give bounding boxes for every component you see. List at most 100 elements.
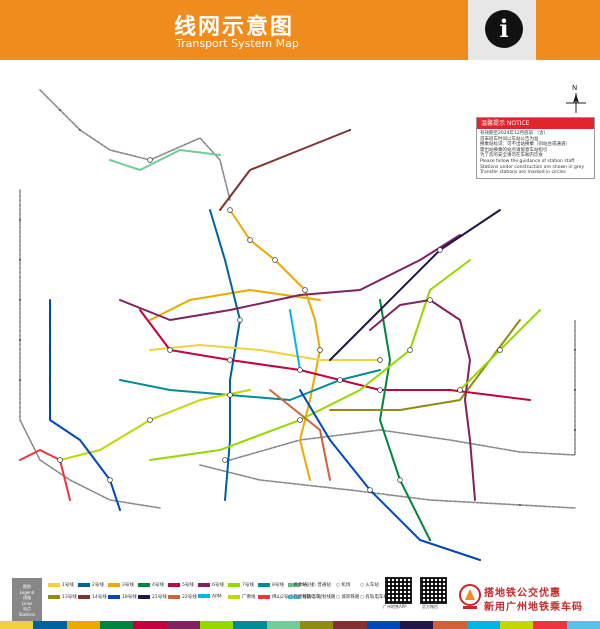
notice-panel: 温馨提示 NOTICE 有效期至2024年12月底前 （含） 首末班车时间以车站… — [476, 117, 595, 179]
legend-line-item: 3号线 — [108, 582, 134, 590]
line-name: 4号线 — [152, 583, 164, 588]
info-icon[interactable]: i — [485, 10, 523, 48]
station — [237, 317, 243, 323]
station — [497, 347, 503, 353]
legend-badge: 图例 Legend 线路 Lines 站点 Stations — [12, 578, 42, 622]
line-foshan-2 — [19, 449, 71, 501]
metro-network-map[interactable] — [0, 60, 600, 580]
line-name: 2号线 — [92, 583, 104, 588]
notice-line: 为了您的安全请勿在车厢内饮食 — [480, 153, 543, 159]
stripe-segment — [433, 621, 467, 629]
legend-line-item: 5号线 — [168, 582, 194, 590]
line-swatch — [258, 594, 270, 599]
stripe-segment — [166, 621, 200, 629]
line-2 — [209, 209, 241, 501]
legend-line-item: 4号线 — [138, 582, 164, 590]
line-3 — [229, 209, 321, 481]
line-name: 佛山2号线 — [272, 595, 293, 600]
station — [337, 377, 343, 383]
legend-line-item: 18号线 — [108, 594, 137, 602]
notice-line: 有效期至2024年12月底前 （含） — [480, 131, 549, 136]
legend-line-item: 21号线 — [138, 594, 167, 602]
notice-line: 需出站换乘的站点请留意车站指引 — [480, 147, 548, 153]
page-subtitle: Transport System Map — [176, 37, 299, 50]
legend-symbol-item: ○ 规划线路 — [312, 595, 336, 600]
line-swatch — [168, 582, 180, 587]
line-swatch — [138, 582, 150, 587]
stripe-segment — [0, 621, 34, 629]
notice-line: 换乘站标识：可不出站换乘（同站台或通道） — [480, 142, 570, 148]
stripe-segment — [33, 621, 67, 629]
legend-symbol-item: ○ 在建线路 — [288, 595, 312, 600]
legend-line-item: 13号线 — [48, 594, 77, 602]
line-swatch — [78, 582, 90, 587]
stripe-segment — [333, 621, 367, 629]
station — [222, 457, 228, 463]
notice-title: 温馨提示 NOTICE — [477, 118, 594, 129]
line-name: 18号线 — [122, 595, 137, 600]
line-name: 有轨电车 — [302, 595, 320, 600]
station — [147, 157, 153, 163]
station — [427, 297, 433, 303]
legend-line-item: 14号线 — [78, 594, 107, 602]
line-name: 21号线 — [152, 595, 167, 600]
station-dots — [19, 109, 576, 561]
station — [227, 207, 233, 213]
north-label: N — [572, 84, 578, 92]
legend-symbol-item: ○ 城际铁路 — [336, 595, 360, 600]
stripe-segment — [466, 621, 500, 629]
legend-symbol-item: ○ 普通站 — [312, 583, 331, 588]
station — [147, 417, 153, 423]
notice-line: Stations under construction are shown in… — [480, 164, 584, 170]
station — [57, 457, 63, 463]
legend-line-item: 广佛线 — [228, 594, 256, 602]
header-bar: 线网示意图 Transport System Map i — [0, 0, 600, 60]
station — [367, 487, 373, 493]
qr-code-app — [385, 577, 412, 604]
line-8 — [119, 369, 381, 401]
line-apm — [289, 309, 301, 371]
line-swatch — [258, 582, 270, 587]
line-21 — [329, 209, 501, 361]
notice-line: Please follow the guidance of station st… — [480, 158, 575, 164]
line-swatch — [138, 594, 150, 599]
legend-line-item: 8号线 — [258, 582, 284, 590]
station — [247, 237, 253, 243]
line-swatch — [288, 582, 300, 587]
station — [107, 477, 113, 483]
station — [297, 367, 303, 373]
station — [317, 347, 323, 353]
line-name: 6号线 — [212, 583, 224, 588]
station — [297, 417, 303, 423]
color-stripe — [0, 621, 600, 629]
stripe-segment — [566, 621, 600, 629]
qr-code-wechat — [420, 577, 447, 604]
legend-line-item: 2号线 — [78, 582, 104, 590]
legend-symbol-item: ○ 机场 — [336, 583, 351, 588]
stripe-segment — [133, 621, 167, 629]
stripe-segment — [233, 621, 267, 629]
intercity-line-south — [199, 464, 576, 509]
line-name: 5号线 — [182, 583, 194, 588]
promo-line-1: 搭地铁公交优惠 — [484, 588, 561, 599]
legend-line-item: 22号线 — [168, 594, 197, 602]
legend-line-item: 9号线 — [288, 582, 314, 590]
station-markers — [57, 157, 503, 493]
line-4 — [379, 299, 431, 541]
notice-line: 首末班车时间以车站公告为准 — [480, 136, 539, 142]
legend-panel: 图例 Legend 线路 Lines 站点 Stations 1号线 2号线 3号线… — [0, 574, 600, 629]
promo-line-2: 新用广州地铁乘车码 — [484, 602, 583, 613]
line-9 — [109, 149, 221, 171]
line-name: 1号线 — [62, 583, 74, 588]
line-1 — [149, 344, 381, 361]
stripe-segment — [399, 621, 434, 629]
page-title: 线网示意图 — [174, 15, 295, 40]
line-13 — [329, 319, 521, 411]
station — [167, 347, 173, 353]
north-arrow-icon — [566, 93, 586, 113]
intercity-line — [19, 89, 231, 509]
stripe-segment — [266, 621, 300, 629]
stripe-segment — [299, 621, 334, 629]
station — [377, 357, 383, 363]
